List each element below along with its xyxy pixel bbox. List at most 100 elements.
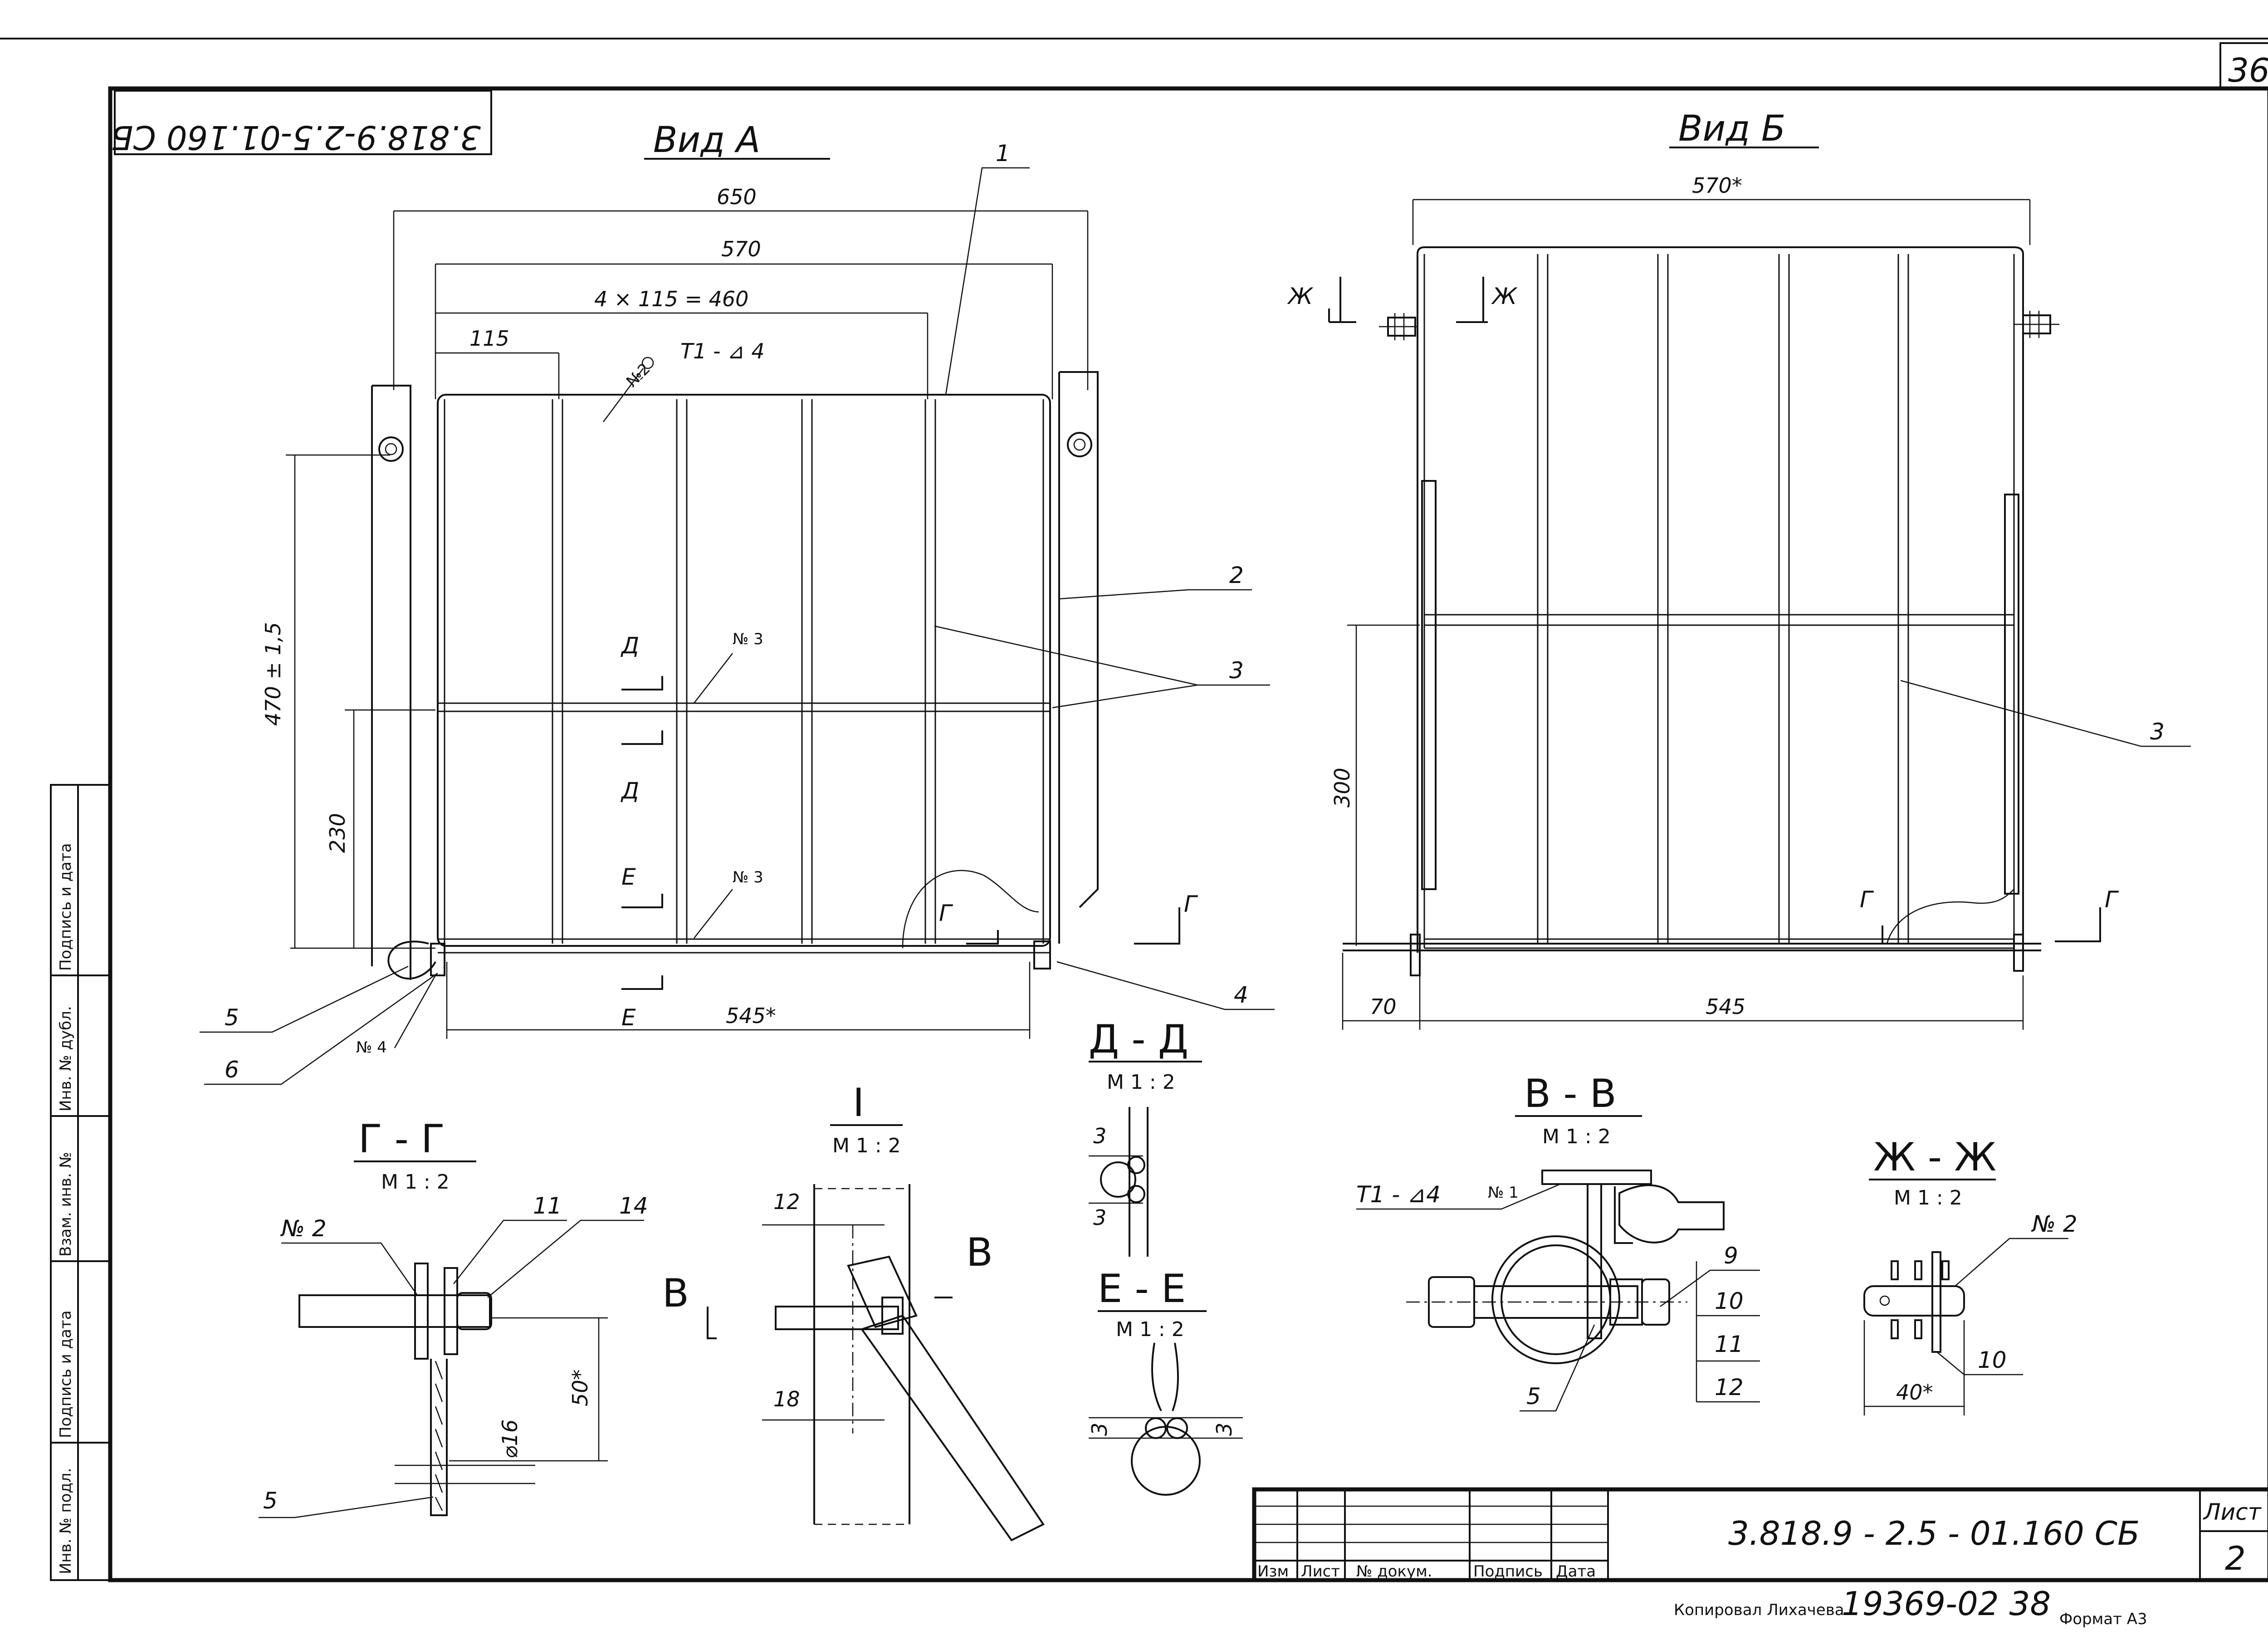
section-zh-scale: М 1 : 2	[1894, 1186, 1962, 1209]
view-a: Вид А 650 570 4 × 115 = 460 115 Т1 - ⊿ 4…	[200, 120, 1275, 1085]
section-zh-title: Ж - Ж	[1873, 1135, 1996, 1180]
rods-b	[1424, 254, 2014, 949]
dim-230: 230	[325, 813, 350, 853]
note-n4-a: № 4	[356, 1038, 387, 1057]
dim-470: 470 ± 1,5	[261, 622, 285, 726]
dim-300: 300	[1330, 768, 1354, 808]
note-n3-b: № 3	[733, 868, 763, 886]
section-vv-scale: М 1 : 2	[1542, 1125, 1611, 1148]
zh-leader-10: 10	[1978, 1347, 2007, 1373]
rotated-code-box: 3.818.9-2.5-01.160 СБ	[111, 90, 492, 157]
vv-leader-9: 9	[1724, 1243, 1738, 1269]
ee-dim-3a: 3	[1087, 1423, 1112, 1436]
di-dim-18: 18	[773, 1387, 800, 1411]
di-dim-12: 12	[773, 1190, 800, 1214]
rotated-code: 3.818.9-2.5-01.160 СБ	[111, 118, 481, 157]
vv-leader-12: 12	[1715, 1374, 1744, 1400]
section-dd: Д - Д М 1 : 2 3 3	[1089, 1017, 1202, 1257]
gg-dim-50: 50*	[568, 1369, 592, 1406]
cut-v-left: В	[662, 1271, 689, 1316]
section-gg-title: Г - Г	[358, 1116, 445, 1162]
cut-e-top: Е	[621, 864, 636, 890]
tb-col-date: Дата	[1556, 1562, 1596, 1581]
detail-i-scale: М 1 : 2	[832, 1134, 901, 1157]
tb-col-doc: № докум.	[1356, 1562, 1432, 1581]
cut-g-a2: Г	[1184, 891, 1198, 917]
section-dd-title: Д - Д	[1089, 1017, 1188, 1062]
cut-zh-right: Ж	[1491, 283, 1518, 309]
vv-leader-10: 10	[1715, 1288, 1744, 1314]
ee-dim-3b: 3	[1212, 1423, 1237, 1436]
tb-sheet-label: Лист	[2203, 1499, 2262, 1525]
side-col-1: Инв. № подл.	[57, 1468, 75, 1574]
view-b: Вид Б 570*	[1287, 108, 2191, 1030]
leader-3-a: 3	[1229, 657, 1244, 684]
gg-dim-dia: ⌀16	[498, 1420, 522, 1459]
bolt-b-right	[2014, 311, 2059, 338]
vv-leader-11: 11	[1715, 1331, 1744, 1357]
cut-d-bottom: Д	[621, 778, 639, 804]
gg-leader-5: 5	[263, 1488, 278, 1514]
view-a-title: Вид А	[653, 120, 760, 161]
section-ee: Е - Е М 1 : 2 3 3	[1087, 1266, 1243, 1496]
section-ee-scale: М 1 : 2	[1116, 1318, 1184, 1341]
cut-d-top: Д	[621, 632, 639, 659]
gg-leader-11: 11	[533, 1193, 562, 1219]
tb-sheet-no: 2	[2225, 1539, 2246, 1577]
cut-zh-left: Ж	[1287, 283, 1314, 309]
leader-6: 6	[225, 1057, 239, 1083]
gg-note-n2: № 2	[280, 1215, 327, 1242]
footer-format: Формат А3	[2059, 1610, 2147, 1628]
leader-4: 4	[1234, 982, 1248, 1008]
gg-leader-14: 14	[619, 1193, 648, 1219]
section-gg-scale: М 1 : 2	[381, 1170, 450, 1194]
dd-dim-3a: 3	[1093, 1124, 1106, 1148]
weld-note-a: Т1 - ⊿ 4	[680, 339, 765, 363]
tb-col-sign: Подпись	[1473, 1562, 1543, 1581]
page-number: 36	[2228, 51, 2268, 89]
vv-leader-5: 5	[1526, 1383, 1541, 1410]
footer-order: 19369-02 38	[1842, 1585, 2051, 1623]
section-vv: В - В М 1 : 2 Т1 - ⊿4 № 1 9 10 11 12 5	[1356, 1071, 1760, 1412]
side-col-3: Взам. инв. №	[57, 1152, 75, 1257]
leader-3-b: 3	[2150, 719, 2165, 745]
dim-70: 70	[1370, 994, 1397, 1019]
cut-g-a1: Г	[939, 900, 953, 926]
cut-g-b2: Г	[2105, 886, 2119, 913]
side-col-5: Подпись и дата	[57, 843, 75, 971]
dim-545-a: 545*	[726, 1004, 776, 1028]
view-b-title: Вид Б	[1678, 108, 1785, 149]
leader-5: 5	[225, 1004, 239, 1031]
side-col-2: Подпись и дата	[57, 1310, 75, 1438]
zh-note-n2: № 2	[2031, 1211, 2077, 1237]
dd-dim-3b: 3	[1093, 1205, 1106, 1230]
cut-v-right: В	[966, 1230, 993, 1275]
title-block: Изм Лист № докум. Подпись Дата 3.818.9 -…	[1252, 1487, 2268, 1582]
tb-col-izm: Изм	[1257, 1562, 1289, 1581]
dim-570-b: 570*	[1692, 173, 1742, 198]
section-dd-scale: М 1 : 2	[1107, 1071, 1175, 1094]
side-col-4: Инв. № дубл.	[57, 1006, 75, 1111]
leader-2: 2	[1229, 562, 1244, 588]
section-zh: Ж - Ж М 1 : 2 № 2 40* 10	[1863, 1135, 2077, 1415]
dim-570: 570	[721, 237, 761, 261]
section-ee-title: Е - Е	[1098, 1266, 1186, 1312]
section-vv-title: В - В	[1524, 1071, 1617, 1116]
cut-e-bottom: Е	[621, 1004, 636, 1031]
section-gg: Г - Г М 1 : 2 50* ⌀16 № 2 11 14 5	[259, 1116, 648, 1518]
bolt-b-left	[1379, 313, 1418, 340]
tb-col-list: Лист	[1301, 1562, 1340, 1581]
footer: Копировал Лихачева 19369-02 38 Формат А3	[1674, 1585, 2147, 1628]
dim-pitch: 4 × 115 = 460	[594, 287, 748, 311]
dim-115: 115	[469, 326, 509, 351]
zh-dim-40: 40*	[1896, 1380, 1933, 1405]
rods-a	[438, 399, 1050, 954]
footer-copied: Копировал Лихачева	[1674, 1601, 1844, 1619]
side-stamp: Инв. № подл. Подпись и дата Взам. инв. №…	[50, 784, 111, 1581]
vv-note-n1: № 1	[1488, 1184, 1519, 1202]
vv-weld: Т1 - ⊿4	[1356, 1181, 1441, 1208]
detail-i: I М 1 : 2 12 18 В В	[662, 1080, 1045, 1542]
dim-545-b: 545	[1706, 994, 1745, 1019]
note-n3-a: № 3	[733, 630, 763, 648]
